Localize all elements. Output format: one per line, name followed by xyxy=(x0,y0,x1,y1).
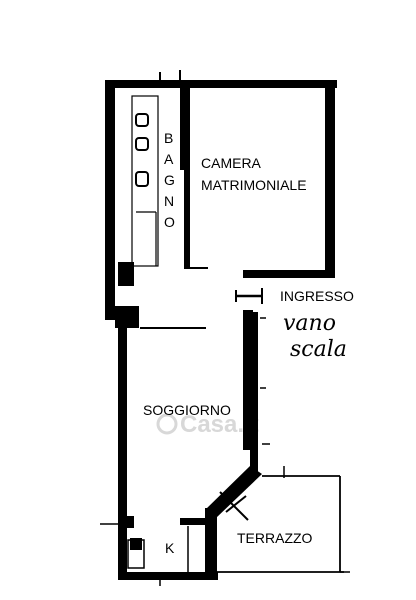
ingresso-label: INGRESSO xyxy=(280,288,354,304)
wall-kitchen-right xyxy=(205,508,217,580)
camera-label-line1: CAMERA xyxy=(201,155,262,171)
wall-camera-bottom xyxy=(243,270,335,278)
bagno-letter-2: A xyxy=(164,151,174,167)
wall-column-lower xyxy=(115,306,139,328)
wall-bagno-right xyxy=(180,86,187,170)
wall-kitchen-top xyxy=(180,518,210,525)
terrazzo-label: TERRAZZO xyxy=(237,530,313,546)
wall-corridor-right-inner xyxy=(250,312,258,472)
wall-camera-left xyxy=(184,88,190,268)
wall-diagonal xyxy=(205,466,262,518)
bagno-fixture-3 xyxy=(135,171,149,187)
walls xyxy=(105,80,337,580)
bagno-letter-3: G xyxy=(164,172,175,188)
bagno-fixtures-panel xyxy=(131,95,159,267)
wall-left-upper xyxy=(105,80,115,320)
bagno-label: B A G N O xyxy=(164,130,175,230)
wall-bottom xyxy=(118,572,218,580)
wall-column-mid xyxy=(118,262,134,286)
bagno-fixture-2 xyxy=(135,137,149,151)
vano-label: vano xyxy=(283,311,336,336)
scala-label: scala xyxy=(290,337,347,362)
wall-left-lower xyxy=(118,316,127,580)
bagno-fixture-1 xyxy=(135,113,149,127)
camera-label-line2: MATRIMONIALE xyxy=(201,177,307,193)
soggiorno-label: SOGGIORNO xyxy=(143,402,231,418)
bagno-letter-5: O xyxy=(164,214,175,230)
bagno-letter-4: N xyxy=(164,193,174,209)
kitchen-fixture-fill xyxy=(130,538,142,550)
wall-top xyxy=(105,80,337,88)
cucina-label: K xyxy=(165,540,175,556)
wall-corridor-right xyxy=(243,310,253,450)
bagno-letter-1: B xyxy=(164,130,173,146)
thin-lines xyxy=(100,70,350,586)
door-cross-2 xyxy=(225,495,247,513)
wall-right-camera xyxy=(325,80,335,278)
wall-column-kitchen xyxy=(118,516,134,528)
